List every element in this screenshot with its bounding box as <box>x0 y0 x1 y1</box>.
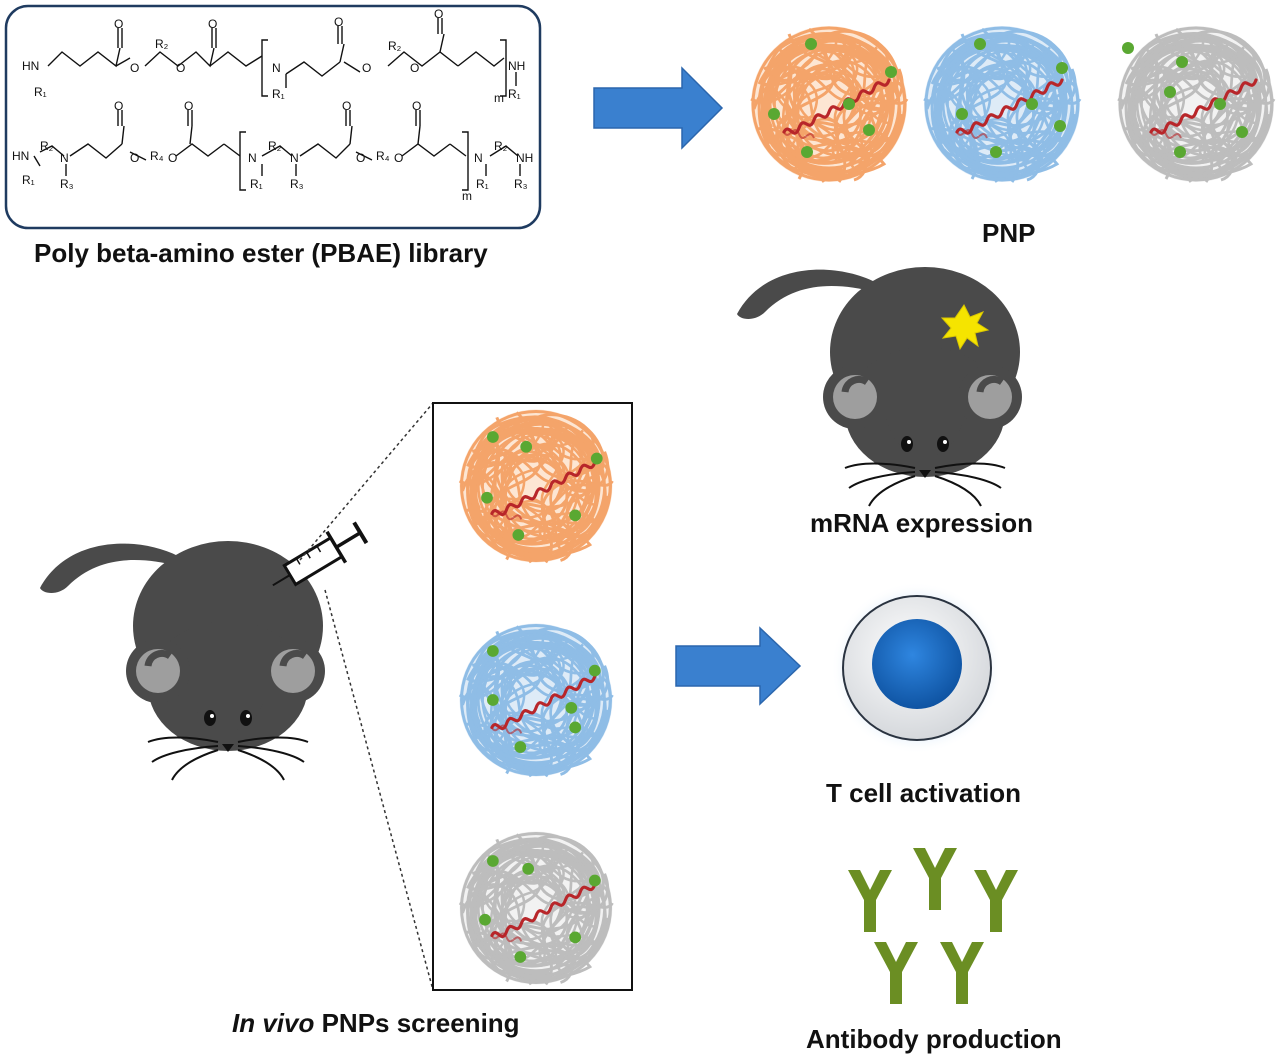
svg-text:R₂: R₂ <box>388 39 402 53</box>
antibody-icon <box>974 870 1018 932</box>
svg-text:R₃: R₃ <box>514 177 528 191</box>
screening-label-rest: PNPs screening <box>314 1008 520 1038</box>
antibody-icon <box>848 870 892 932</box>
syringe-icon <box>272 521 369 587</box>
svg-text:O: O <box>342 99 351 113</box>
mouse-icon-expression <box>737 267 1022 506</box>
svg-text:R₁: R₁ <box>22 173 35 187</box>
antibody-icon <box>874 942 918 1004</box>
pbae-structure-2 <box>33 110 521 191</box>
pbae-library-panel: HN R₁ O O R₂ O O N R₁ O O R₂ O O NH m R₁ <box>4 4 542 230</box>
svg-text:O: O <box>410 61 419 75</box>
svg-text:O: O <box>176 61 185 75</box>
svg-text:NH: NH <box>508 59 525 73</box>
svg-text:R₂: R₂ <box>40 139 54 153</box>
svg-text:O: O <box>334 15 343 29</box>
svg-text:R₁: R₁ <box>34 85 47 99</box>
svg-text:N: N <box>272 61 281 75</box>
screening-label: In vivo PNPs screening <box>232 1008 520 1039</box>
svg-text:R₂: R₂ <box>155 37 169 51</box>
svg-text:O: O <box>114 99 123 113</box>
mouse-icon-injected <box>40 541 325 780</box>
svg-text:O: O <box>362 61 371 75</box>
t-cell-icon <box>831 582 1003 754</box>
screening-label-italic: In vivo <box>232 1008 315 1038</box>
svg-text:R₂: R₂ <box>268 139 282 153</box>
callout-lines <box>299 402 434 991</box>
star-burst-icon <box>940 304 990 351</box>
svg-text:R₁: R₁ <box>272 87 285 101</box>
pnp-label: PNP <box>982 218 1036 248</box>
svg-text:O: O <box>208 17 217 31</box>
nanoparticle-orange-screen <box>444 395 626 578</box>
nanoparticle-gray-top <box>1102 11 1280 198</box>
nanoparticle-blue-screen <box>444 609 626 792</box>
pbae-structure-1 <box>47 18 517 97</box>
svg-text:m: m <box>462 189 472 203</box>
svg-text:m: m <box>494 91 504 105</box>
svg-text:O: O <box>356 151 365 165</box>
svg-text:R₄: R₄ <box>150 149 164 163</box>
svg-text:O: O <box>412 99 421 113</box>
svg-text:O: O <box>434 7 443 21</box>
svg-text:R₁: R₁ <box>476 177 489 191</box>
antibody-production-label: Antibody production <box>806 1024 1062 1054</box>
pbae-structure-2-text: HN R₁ R₂ N R₃ O O R₄ O O N R₁ R₂ N R₃ O … <box>12 99 533 203</box>
svg-text:O: O <box>168 151 177 165</box>
svg-text:R₃: R₃ <box>60 177 74 191</box>
antibody-icon <box>940 942 984 1004</box>
svg-text:O: O <box>130 151 139 165</box>
svg-text:O: O <box>394 151 403 165</box>
svg-text:O: O <box>184 99 193 113</box>
nanoparticle-orange-top <box>735 11 921 198</box>
antibody-icon <box>913 848 957 910</box>
svg-text:N: N <box>474 151 483 165</box>
nanoparticle-gray-screen <box>444 817 626 1000</box>
arrow-icon <box>593 66 724 150</box>
svg-text:R₁: R₁ <box>250 177 263 191</box>
screening-panel <box>432 395 633 1000</box>
svg-text:N: N <box>248 151 257 165</box>
pbae-structure-1-text: HN R₁ O O R₂ O O N R₁ O O R₂ O O NH m R₁ <box>22 7 525 105</box>
arrow-icon-outcomes <box>675 626 802 706</box>
svg-text:R₂: R₂ <box>494 139 508 153</box>
svg-text:HN: HN <box>22 59 39 73</box>
svg-text:HN: HN <box>12 149 29 163</box>
svg-text:O: O <box>114 17 123 31</box>
antibody-group <box>848 848 1018 1004</box>
t-cell-activation-label: T cell activation <box>826 778 1022 808</box>
svg-text:R₁: R₁ <box>508 87 521 101</box>
nanoparticle-blue-top <box>908 11 1094 198</box>
svg-text:R₄: R₄ <box>376 149 390 163</box>
svg-text:N: N <box>290 151 299 165</box>
pbae-library-label: Poly beta-amino ester (PBAE) library <box>34 238 488 268</box>
svg-text:N: N <box>60 151 69 165</box>
mrna-expression-label: mRNA expression <box>810 508 1033 538</box>
svg-text:R₃: R₃ <box>290 177 304 191</box>
svg-text:NH: NH <box>516 151 533 165</box>
svg-text:O: O <box>130 61 139 75</box>
